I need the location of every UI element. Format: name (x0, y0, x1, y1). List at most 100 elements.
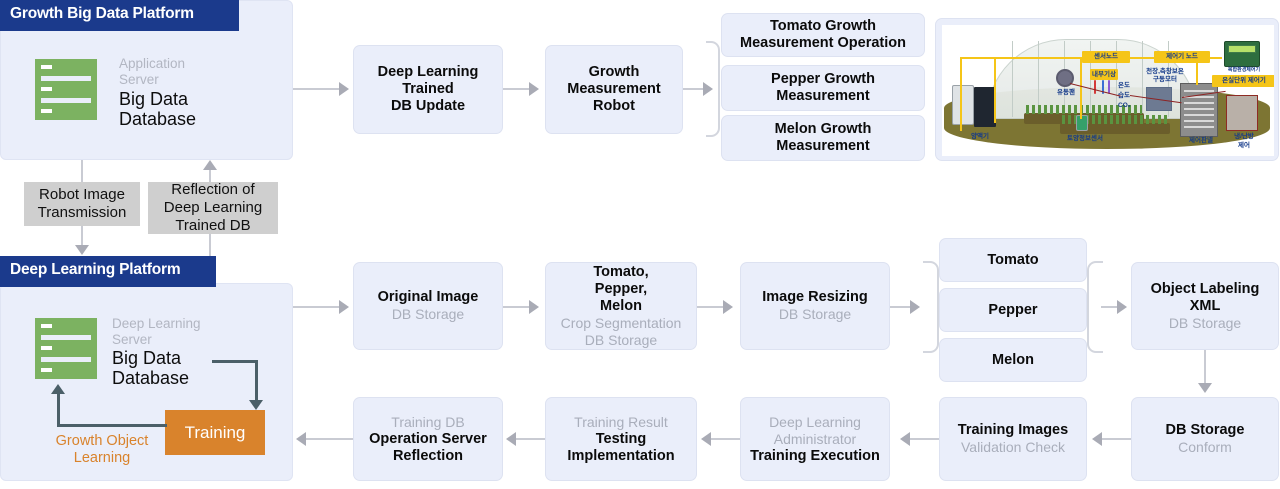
greenhouse-label-controller-node: 제어기 노드 (1154, 51, 1210, 63)
node-title: Melon Growth Measurement (774, 121, 872, 154)
panel-slot (1184, 96, 1214, 98)
server-bar (35, 103, 97, 120)
greenhouse-label-greenhouse-unit-controller: 온실단위 제어기 (1212, 75, 1274, 87)
node-growth-measurement-robot[interactable]: Growth Measurement Robot (545, 45, 683, 134)
loop-right-vertical (255, 360, 258, 403)
node-crop-segmentation[interactable]: Tomato, Pepper, Melon Crop Segmentation … (545, 262, 697, 350)
application-server-icon (35, 59, 97, 121)
connector-training-images-to-execution (906, 438, 939, 440)
panel-slot (1184, 90, 1214, 92)
node-deep-learning-trained-db-update[interactable]: Deep Learning Trained DB Update (353, 45, 503, 134)
node-title: Tomato Growth Measurement Operation (740, 18, 906, 51)
arrow-left-to-operation-server (506, 432, 516, 446)
connector-robot-to-branches (683, 88, 705, 90)
server-foot (35, 98, 41, 103)
node-crop-tomato[interactable]: Tomato (939, 238, 1087, 282)
nutrient-machine-rack (974, 87, 996, 127)
greenhouse-label-ceiling-motor: 천장,측창보온 구동모터 (1146, 68, 1184, 83)
greenhouse-label-soil-sensor: 토양정보센서 (1067, 135, 1103, 142)
node-crop-melon[interactable]: Melon (939, 338, 1087, 382)
training-box[interactable]: Training (165, 410, 265, 455)
server-foot (35, 76, 41, 81)
arrow-right-to-db-update (339, 82, 349, 96)
panel-slot (1184, 114, 1214, 116)
arrow-right-to-image-resizing (723, 300, 733, 314)
node-tomato-growth-measurement-operation[interactable]: Tomato Growth Measurement Operation (721, 13, 925, 57)
arrow-down-to-db-storage (1198, 383, 1212, 393)
connector-operation-server-to-dl-panel (306, 438, 353, 440)
node-training-images[interactable]: Training Images Validation Check (939, 397, 1087, 481)
growth-server-subtitle: Application Server (119, 56, 186, 87)
connector-crops-to-labeling (1101, 306, 1119, 308)
panel-slot (1184, 126, 1214, 128)
server-led (41, 65, 52, 69)
node-pepper-growth-measurement[interactable]: Pepper Growth Measurement (721, 65, 925, 111)
greenhouse-rib (1168, 41, 1169, 117)
server-led (41, 87, 52, 91)
node-subtitle: Validation Check (960, 439, 1066, 455)
server-foot (35, 357, 41, 362)
node-title: Melon (992, 351, 1034, 368)
dl-server-subtitle: Deep Learning Server (112, 316, 201, 347)
controller-screen (1228, 45, 1256, 53)
server-led (41, 324, 52, 328)
node-supertitle: Deep Learning Administrator (769, 413, 861, 447)
arrow-right-to-robot (529, 82, 539, 96)
connector-growth-to-db-update (293, 88, 341, 90)
node-subtitle: DB Storage (391, 306, 465, 322)
node-image-resizing[interactable]: Image Resizing DB Storage (740, 262, 890, 350)
arrow-right-to-crop-branches (910, 300, 920, 314)
greenhouse-label-circulation-fan: 유동팬 (1057, 89, 1075, 96)
greenhouse-rib (1012, 41, 1013, 117)
greenhouse-crop-bed (1060, 123, 1170, 134)
greenhouse-plants (1062, 115, 1168, 124)
arrow-left-to-testing-implementation (701, 432, 711, 446)
node-title: Image Resizing (762, 289, 868, 305)
node-operation-server-reflection[interactable]: Training DB Operation Server Reflection (353, 397, 503, 481)
arrow-right-to-original-image (339, 300, 349, 314)
node-subtitle: Conform (1178, 439, 1232, 455)
node-object-labeling-xml[interactable]: Object Labeling XML DB Storage (1131, 262, 1279, 350)
arrow-down-to-dl-platform (75, 245, 89, 255)
node-title: Operation Server Reflection (369, 430, 487, 464)
server-foot (91, 357, 97, 362)
node-crop-pepper[interactable]: Pepper (939, 288, 1087, 332)
loop-top-horizontal (212, 360, 258, 363)
connector-execution-to-testing (707, 438, 740, 440)
arrow-left-to-dl-platform (296, 432, 306, 446)
environment-controller-device (1224, 41, 1260, 67)
node-subtitle: DB Storage (1168, 314, 1242, 331)
greenhouse-illustration-frame: 양액기 유동팬 토양정보센서 내부기상 온도 습도 CO₂ 천장,측창보온 구동… (935, 18, 1279, 161)
deep-learning-server-icon (35, 318, 97, 380)
node-training-execution[interactable]: Deep Learning Administrator Training Exe… (740, 397, 890, 481)
greenhouse-label-temperature: 온도 (1118, 82, 1130, 89)
connector-dl-panel-to-original-image (293, 306, 341, 308)
server-bar (35, 318, 97, 335)
node-db-storage-conform[interactable]: DB Storage Conform (1131, 397, 1279, 481)
greenhouse-label-device-caption: 복합환경제어기 (1227, 67, 1261, 73)
server-foot (91, 98, 97, 103)
loop-bottom-horizontal (57, 424, 167, 427)
node-melon-growth-measurement[interactable]: Melon Growth Measurement (721, 115, 925, 161)
node-testing-implementation[interactable]: Training Result Testing Implementation (545, 397, 697, 481)
hvac-control-photo (1226, 95, 1258, 131)
node-original-image[interactable]: Original Image DB Storage (353, 262, 503, 350)
node-title: Original Image (377, 289, 479, 305)
loop-arrow-into-training (249, 400, 263, 410)
node-title: Growth Measurement Robot (567, 64, 661, 114)
dl-server-title: Big Data Database (112, 348, 190, 388)
server-bar (35, 81, 97, 98)
link-label-reflection-of-trained-db: Reflection of Deep Learning Trained DB (148, 181, 278, 234)
node-supertitle: Training Result (574, 413, 668, 430)
soil-sensor-device (1076, 115, 1088, 131)
connector-labeling-to-db-storage (1204, 350, 1206, 386)
node-title: Object Labeling XML (1150, 280, 1260, 314)
deep-learning-platform-title: Deep Learning Platform (0, 256, 216, 287)
greenhouse-illustration: 양액기 유동팬 토양정보센서 내부기상 온도 습도 CO₂ 천장,측창보온 구동… (942, 25, 1274, 156)
greenhouse-label-sensor-node: 센서노드 (1082, 51, 1130, 63)
server-foot (91, 76, 97, 81)
panel-slot (1184, 108, 1214, 110)
circulation-fan-icon (1056, 69, 1074, 87)
arrow-right-to-object-labeling (1117, 300, 1127, 314)
greenhouse-label-humidity: 습도 (1118, 92, 1130, 99)
